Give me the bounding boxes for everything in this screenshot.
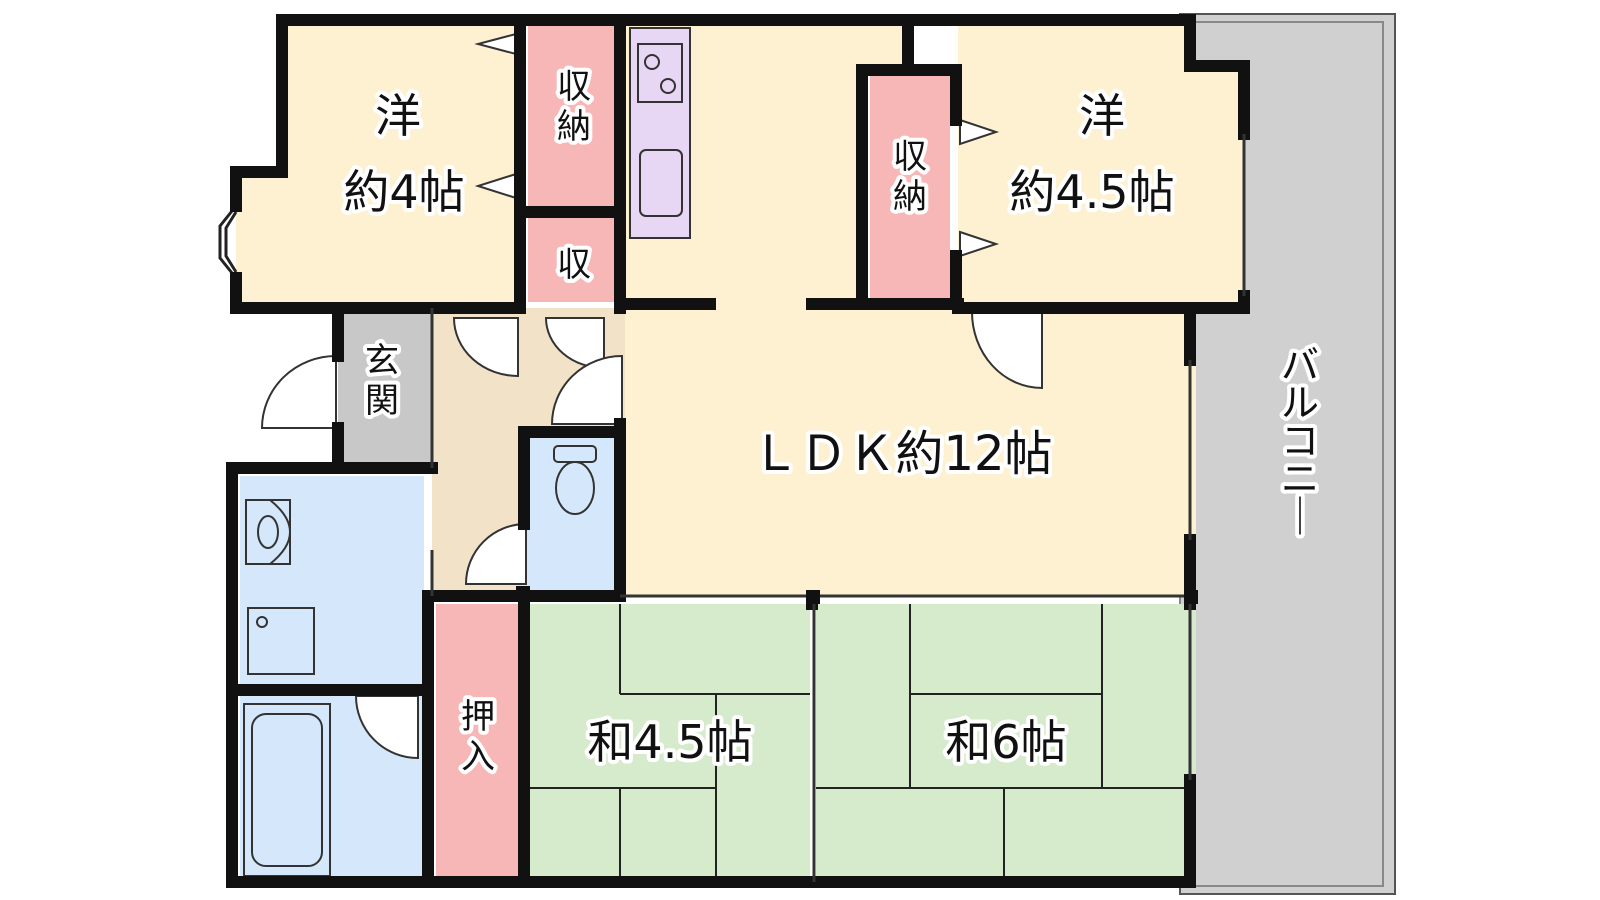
room-ldk-label: ＬＤＫ約12帖 xyxy=(751,426,1052,482)
wall-nodes xyxy=(516,586,1198,604)
bay-window xyxy=(218,205,238,279)
room-size-label: 約4帖 xyxy=(343,165,464,219)
stove-burner-icon xyxy=(644,54,660,70)
room-japanese-large xyxy=(816,604,1196,882)
toilet-icon xyxy=(553,445,597,515)
washroom xyxy=(240,476,424,686)
door-swings xyxy=(260,32,1043,760)
oshiire-label: 押入 xyxy=(457,693,499,781)
room-size-label: 約4.5帖 xyxy=(1009,165,1174,219)
washbasin-icon xyxy=(245,499,291,565)
oshiire-label-text: 押入 xyxy=(461,697,495,777)
balcony-label: バルコニ｜ xyxy=(1277,339,1323,543)
kitchen-counter xyxy=(629,27,691,239)
closet-top-label-text: 収納 xyxy=(557,67,591,147)
room-western-left xyxy=(236,20,520,308)
oshiire xyxy=(436,604,520,882)
sink-icon xyxy=(639,149,683,217)
closet-top-label: 収納 xyxy=(553,63,595,151)
closet-right-label-text: 収納 xyxy=(893,137,927,217)
closet-small xyxy=(528,216,616,302)
closet-right xyxy=(870,74,950,304)
partitions xyxy=(430,134,1246,882)
balcony-label-text: バルコニ｜ xyxy=(1281,343,1319,539)
washing-machine-icon xyxy=(247,607,315,675)
room-type-label: 洋 xyxy=(1079,89,1125,143)
room-western-right xyxy=(958,20,1244,308)
room-entrance xyxy=(338,308,432,468)
entrance-label: 玄関 xyxy=(361,337,403,425)
toilet xyxy=(528,438,616,592)
room-japanese-small xyxy=(528,604,810,882)
closet-right-label: 収納 xyxy=(889,133,931,221)
entrance-label-text: 玄関 xyxy=(365,341,399,421)
walls xyxy=(226,14,1250,888)
stove-burner-icon xyxy=(660,78,676,94)
room-japanese-small-label: 和4.5帖 xyxy=(587,715,752,769)
tatami-lines xyxy=(528,604,1196,882)
room-japanese-large-label: 和6帖 xyxy=(945,715,1066,769)
closet-top xyxy=(528,20,616,208)
room-type-label: 洋 xyxy=(375,89,421,143)
closet-small-label: 収 xyxy=(557,245,591,285)
